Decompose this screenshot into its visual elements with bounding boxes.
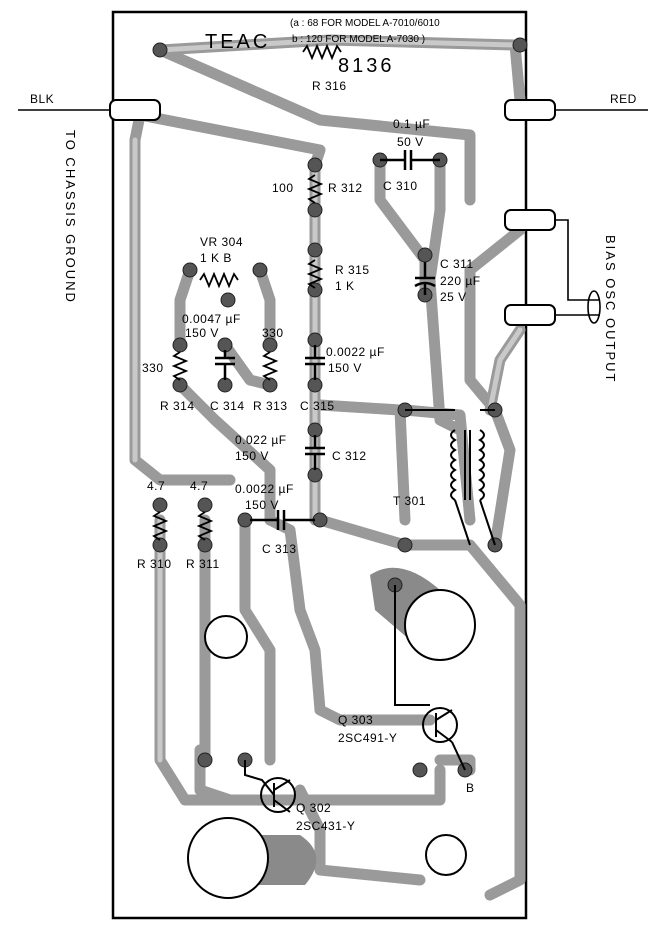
r314-value-label: 330: [142, 361, 164, 375]
c310-voltage-label: 50 V: [397, 135, 424, 149]
c314-voltage-label: 150 V: [185, 326, 219, 340]
t301-label: T 301: [393, 494, 426, 508]
model-note-line-2: b : 120 FOR MODEL A-7030 ): [292, 34, 425, 45]
transistor-q303: [394, 585, 466, 771]
r310-value-label: 4.7: [147, 479, 165, 493]
c310-value-label: 0.1 µF: [393, 117, 430, 131]
bias-osc-shield: [587, 290, 601, 324]
to-chassis-ground-label: TO CHASSIS GROUND: [63, 130, 78, 304]
c312-value-label: 0.022 µF: [235, 433, 287, 447]
r315-value-label: 1 K: [335, 279, 355, 293]
r311-label: R 311: [186, 557, 220, 571]
r316-label: R 316: [312, 79, 347, 93]
q303-label: Q 303: [338, 713, 373, 727]
r313-label: R 313: [253, 399, 288, 413]
c315-value-label: 0.0022 µF: [326, 345, 385, 359]
q303-type-label: 2SC491-Y: [338, 731, 397, 745]
c313-voltage-label: 150 V: [245, 498, 279, 512]
transistor-mount-upper: [404, 589, 476, 661]
capacitor-symbols: [215, 150, 440, 530]
vr304-value-label: 1 K B: [200, 251, 232, 265]
mounting-hole-upper-left: [204, 615, 248, 659]
b-pin-label: B: [466, 781, 475, 795]
c314-value-label: 0.0047 µF: [182, 312, 241, 326]
c313-label: C 313: [262, 542, 297, 556]
c312-label: C 312: [332, 449, 367, 463]
c313-value-label: 0.0022 µF: [235, 482, 294, 496]
r312-label: R 312: [328, 181, 363, 195]
r311-value-label: 4.7: [190, 479, 208, 493]
r310-label: R 310: [137, 557, 172, 571]
resistor-symbols: [151, 43, 342, 541]
red-label: RED: [610, 92, 637, 106]
transistor-q302: [244, 760, 296, 813]
bias-osc-output-label: BIAS OSC OUTPUT: [603, 235, 618, 383]
c310-label: C 310: [383, 179, 418, 193]
board-part-number: 8136: [338, 55, 395, 77]
mounting-hole-lower-right: [425, 834, 467, 876]
c315-label: C 315: [300, 399, 335, 413]
bias-osc-wire-top: [515, 219, 600, 301]
c311-value-label: 220 µF: [440, 274, 481, 288]
c312-voltage-label: 150 V: [235, 449, 269, 463]
model-note-line-1: (a : 68 FOR MODEL A-7010/6010: [290, 18, 440, 29]
solder-pads: [152, 37, 528, 778]
c311-label: C 311: [440, 257, 474, 271]
c314-label: C 314: [210, 399, 245, 413]
r312-value-label: 100: [272, 181, 294, 195]
blk-label: BLK: [30, 92, 54, 106]
c315-voltage-label: 150 V: [328, 361, 362, 375]
vr304-label: VR 304: [200, 235, 243, 249]
connector-lugs: [109, 99, 556, 326]
transistor-mount-lower: [187, 817, 269, 899]
maker-logo: TEAC: [205, 31, 270, 53]
c311-voltage-label: 25 V: [440, 290, 467, 304]
transistor-heatsink-lower: [255, 835, 317, 885]
q302-type-label: 2SC431-Y: [296, 819, 355, 833]
r315-label: R 315: [335, 263, 370, 277]
r313-value-label: 330: [262, 326, 284, 340]
transformer-t301: [405, 409, 496, 546]
r314-label: R 314: [160, 399, 195, 413]
q302-label: Q 302: [296, 801, 331, 815]
